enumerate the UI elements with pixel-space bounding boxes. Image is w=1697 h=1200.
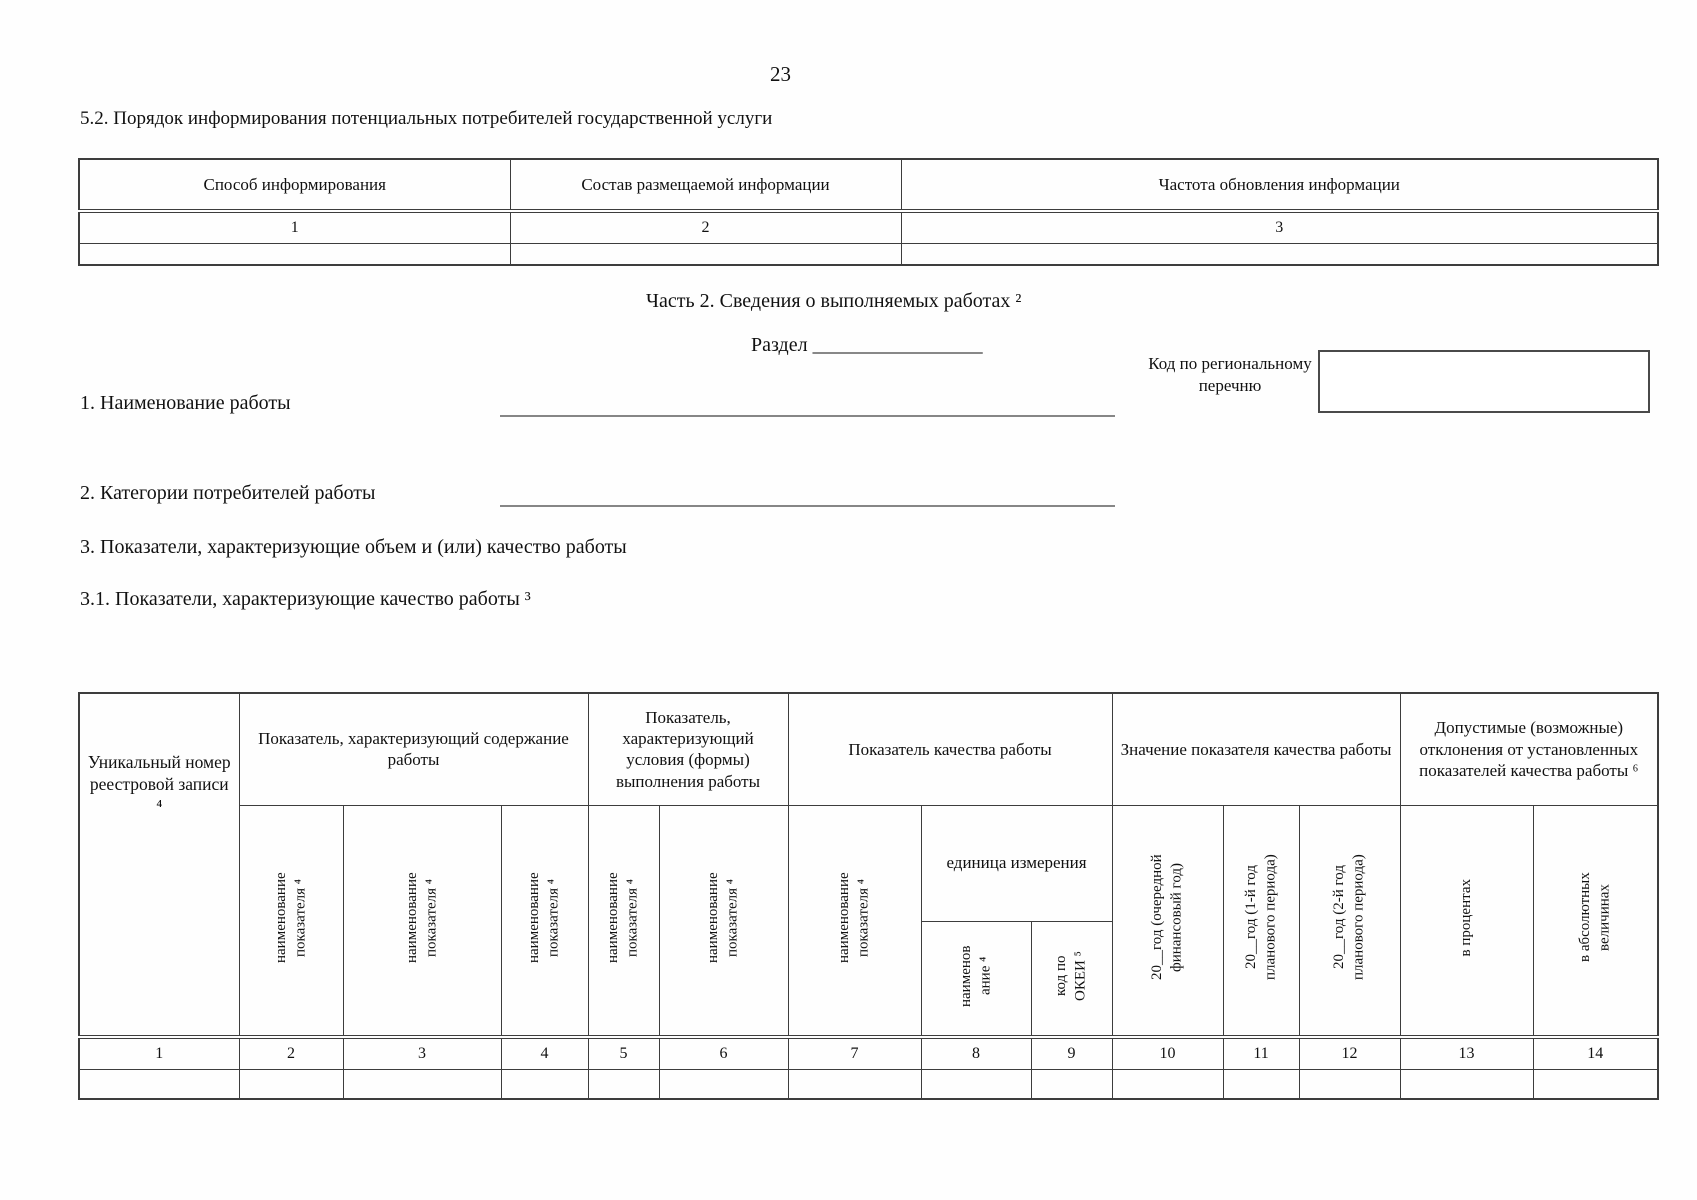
quality-indicators-heading: 3.1. Показатели, характеризующие качеств… [80,588,531,610]
unit-name-header: наименование ⁴ [920,920,1032,1038]
work-name-label: 1. Наименование работы [80,392,291,414]
quality-blank-cell-14[interactable] [1532,1068,1659,1100]
unit-okei-code-label: код по ОКЕИ ⁵ [1053,950,1089,1001]
quality-col-number-6: 6 [658,1035,789,1070]
informing-table-blank-row [78,242,1659,266]
part2-title: Часть 2. Сведения о выполняемых работах … [646,290,1022,312]
quality-blank-cell-10[interactable] [1111,1068,1224,1100]
unique-number-header: Уникальный номер реестровой записи ⁴ [78,692,240,1038]
informing-col-content-header: Состав размещаемой информации [509,158,902,212]
quality-col-number-1: 1 [78,1035,240,1070]
unit-okei-code-header: код по ОКЕИ ⁵ [1030,920,1113,1038]
quality-col-number-8: 8 [920,1035,1032,1070]
quality-table-number-row: 1 2 3 4 5 6 7 8 9 10 11 12 13 14 [78,1035,1659,1070]
quality-blank-cell-7[interactable] [787,1068,922,1100]
quality-col-number-13: 13 [1399,1035,1534,1070]
razdel-field[interactable]: Раздел _________________ [751,334,983,356]
condition-indicator-1-header: наименование показателя ⁴ [587,804,660,1038]
quality-table-group-row: Уникальный номер реестровой записи ⁴ Пок… [78,692,1659,1038]
quality-blank-cell-12[interactable] [1298,1068,1401,1100]
unit-name-label: наименование ⁴ [957,944,994,1007]
indicator-name-label: наименование показателя ⁴ [605,872,641,963]
deviation-absolute-label: в абсолютных величинах [1576,872,1613,963]
quality-blank-cell-9[interactable] [1030,1068,1113,1100]
page-number: 23 [770,62,791,86]
quality-table-subheader-row: наименование показателя ⁴ наименование п… [79,804,1659,1038]
quality-col-number-11: 11 [1222,1035,1300,1070]
content-indicator-1-header: наименование показателя ⁴ [238,804,344,1038]
group-content-header: Показатель, характеризующий содержание р… [238,692,589,806]
quality-col-number-10: 10 [1111,1035,1224,1070]
deviation-percent-header: в процентах [1399,804,1534,1038]
informing-table-number-row: 1 2 3 [78,209,1659,244]
quality-blank-cell-5[interactable] [587,1068,660,1100]
condition-indicator-2-header: наименование показателя ⁴ [658,804,789,1038]
informing-blank-cell-method[interactable] [78,242,511,266]
informing-col-frequency-header: Частота обновления информации [900,158,1659,212]
work-consumers-line[interactable] [500,483,1115,507]
quality-col-number-4: 4 [500,1035,589,1070]
group-value-header: Значение показателя качества работы [1111,692,1401,806]
indicator-name-label: наименование показателя ⁴ [836,872,872,963]
quality-col-number-7: 7 [787,1035,922,1070]
deviation-percent-label: в процентах [1457,878,1474,957]
section-5-2-heading: 5.2. Порядок информирования потенциальны… [80,108,773,129]
year-current-header: 20__год (очередной финансовый год) [1111,804,1224,1038]
quality-blank-cell-13[interactable] [1399,1068,1534,1100]
content-indicator-3-header: наименование показателя ⁴ [500,804,589,1038]
group-quality-header: Показатель качества работы [787,692,1113,806]
quality-blank-cell-4[interactable] [500,1068,589,1100]
regional-code-label: Код по региональному перечню [1148,354,1312,396]
informing-col-method-header: Способ информирования [78,158,511,212]
informing-blank-cell-frequency[interactable] [900,242,1659,266]
indicators-heading: 3. Показатели, характеризующие объем и (… [80,536,627,558]
regional-code-box[interactable] [1318,350,1650,413]
quality-blank-cell-6[interactable] [658,1068,789,1100]
informing-col-number-3: 3 [900,209,1659,244]
year-current-label: 20__год (очередной финансовый год) [1149,854,1185,981]
group-conditions-header: Показатель, характеризующий условия (фор… [587,692,789,806]
indicator-name-label: наименование показателя ⁴ [403,872,440,963]
quality-col-number-2: 2 [238,1035,344,1070]
year-plan2-header: 20__год (2-й год планового периода) [1298,804,1401,1038]
informing-col-number-2: 2 [509,209,902,244]
year-plan1-header: 20__год (1-й год планового периода) [1222,804,1300,1038]
indicator-name-label: наименование показателя ⁴ [705,872,741,963]
informing-table: Способ информирования Состав размещаемой… [78,158,1659,266]
work-consumers-label: 2. Категории потребителей работы [80,482,376,504]
informing-col-number-1: 1 [78,209,511,244]
quality-col-number-3: 3 [342,1035,502,1070]
year-plan2-label: 20__год (2-й год планового периода) [1331,854,1367,981]
unit-of-measure-header: единица измерения [920,804,1113,922]
year-plan1-label: 20__год (1-й год планового периода) [1242,854,1279,981]
quality-blank-cell-8[interactable] [920,1068,1032,1100]
indicator-name-label: наименование показателя ⁴ [272,872,309,963]
quality-indicator-name-header: наименование показателя ⁴ [787,804,922,1038]
quality-table-blank-row [78,1068,1659,1100]
informing-table-header-row: Способ информирования Состав размещаемой… [78,158,1659,212]
indicator-name-label: наименование показателя ⁴ [526,872,562,963]
quality-blank-cell-3[interactable] [342,1068,502,1100]
quality-col-number-12: 12 [1298,1035,1401,1070]
quality-col-number-5: 5 [587,1035,660,1070]
content-indicator-2-header: наименование показателя ⁴ [342,804,502,1038]
work-name-line[interactable] [500,393,1115,417]
group-deviation-header: Допустимые (возможные) отклонения от уст… [1399,692,1659,806]
quality-blank-cell-2[interactable] [238,1068,344,1100]
quality-table: Уникальный номер реестровой записи ⁴ Пок… [78,692,1660,1100]
deviation-absolute-header: в абсолютных величинах [1532,804,1659,1038]
quality-col-number-14: 14 [1532,1035,1659,1070]
informing-blank-cell-content[interactable] [509,242,902,266]
quality-blank-cell-1[interactable] [78,1068,240,1100]
quality-col-number-9: 9 [1030,1035,1113,1070]
quality-blank-cell-11[interactable] [1222,1068,1300,1100]
